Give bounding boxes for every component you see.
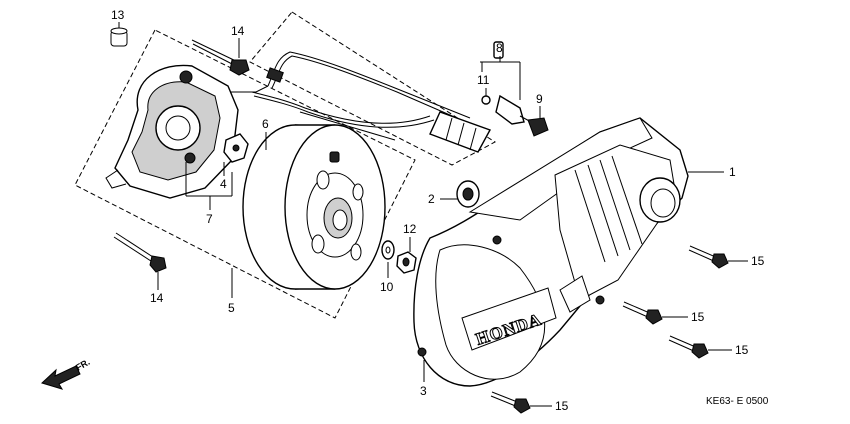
alternator-group-outline — [74, 29, 416, 319]
callout-9: 9 — [536, 92, 543, 106]
callout-8: 8 — [496, 41, 503, 55]
front-arrow-icon — [41, 365, 81, 390]
bolt-part-14-upper — [191, 39, 250, 76]
bolt-part-14-lower — [113, 232, 167, 273]
callout-4: 4 — [220, 177, 227, 191]
washer-part-10 — [381, 240, 395, 260]
bolt-part-15-d — [490, 391, 531, 414]
callout-10: 10 — [380, 280, 394, 294]
front-direction-label: FR. — [74, 357, 92, 373]
callout-11: 11 — [477, 73, 490, 87]
diagram-code: KE63- E 0500 — [706, 396, 769, 407]
nut-part-12 — [396, 251, 417, 274]
flywheel-rotor-part-6 — [242, 124, 386, 290]
callout-5: 5 — [228, 301, 235, 315]
callout-13: 13 — [111, 8, 125, 22]
bolt-part-15-a — [688, 245, 729, 269]
oil-seal-part-2 — [456, 180, 480, 208]
callout-6: 6 — [262, 117, 269, 131]
callout-14-upper: 14 — [231, 24, 245, 38]
bolt-part-15-b — [622, 301, 663, 325]
crankcase-cover-part-1: HONDA — [413, 117, 689, 387]
pulser-bracket-part-4 — [223, 133, 249, 163]
harness-group-outline — [249, 11, 496, 166]
callout-3: 3 — [420, 384, 427, 398]
callout-15-b: 15 — [691, 310, 705, 324]
switch-assembly-part-8 — [481, 41, 549, 137]
callout-14-lower: 14 — [150, 291, 164, 305]
collar-part-13 — [110, 27, 128, 47]
bolt-part-15-c — [668, 335, 709, 359]
stator-assembly-part-7 — [105, 64, 269, 199]
front-direction-indicator: FR. — [41, 357, 92, 390]
callout-15-a: 15 — [751, 254, 765, 268]
callout-1: 1 — [729, 165, 736, 179]
callout-15-d: 15 — [555, 399, 569, 413]
callout-2: 2 — [428, 192, 435, 206]
callout-15-c: 15 — [735, 343, 749, 357]
callout-12: 12 — [403, 222, 417, 236]
callout-7: 7 — [206, 212, 213, 226]
wire-harness — [251, 51, 492, 153]
leader-lines — [118, 22, 748, 407]
